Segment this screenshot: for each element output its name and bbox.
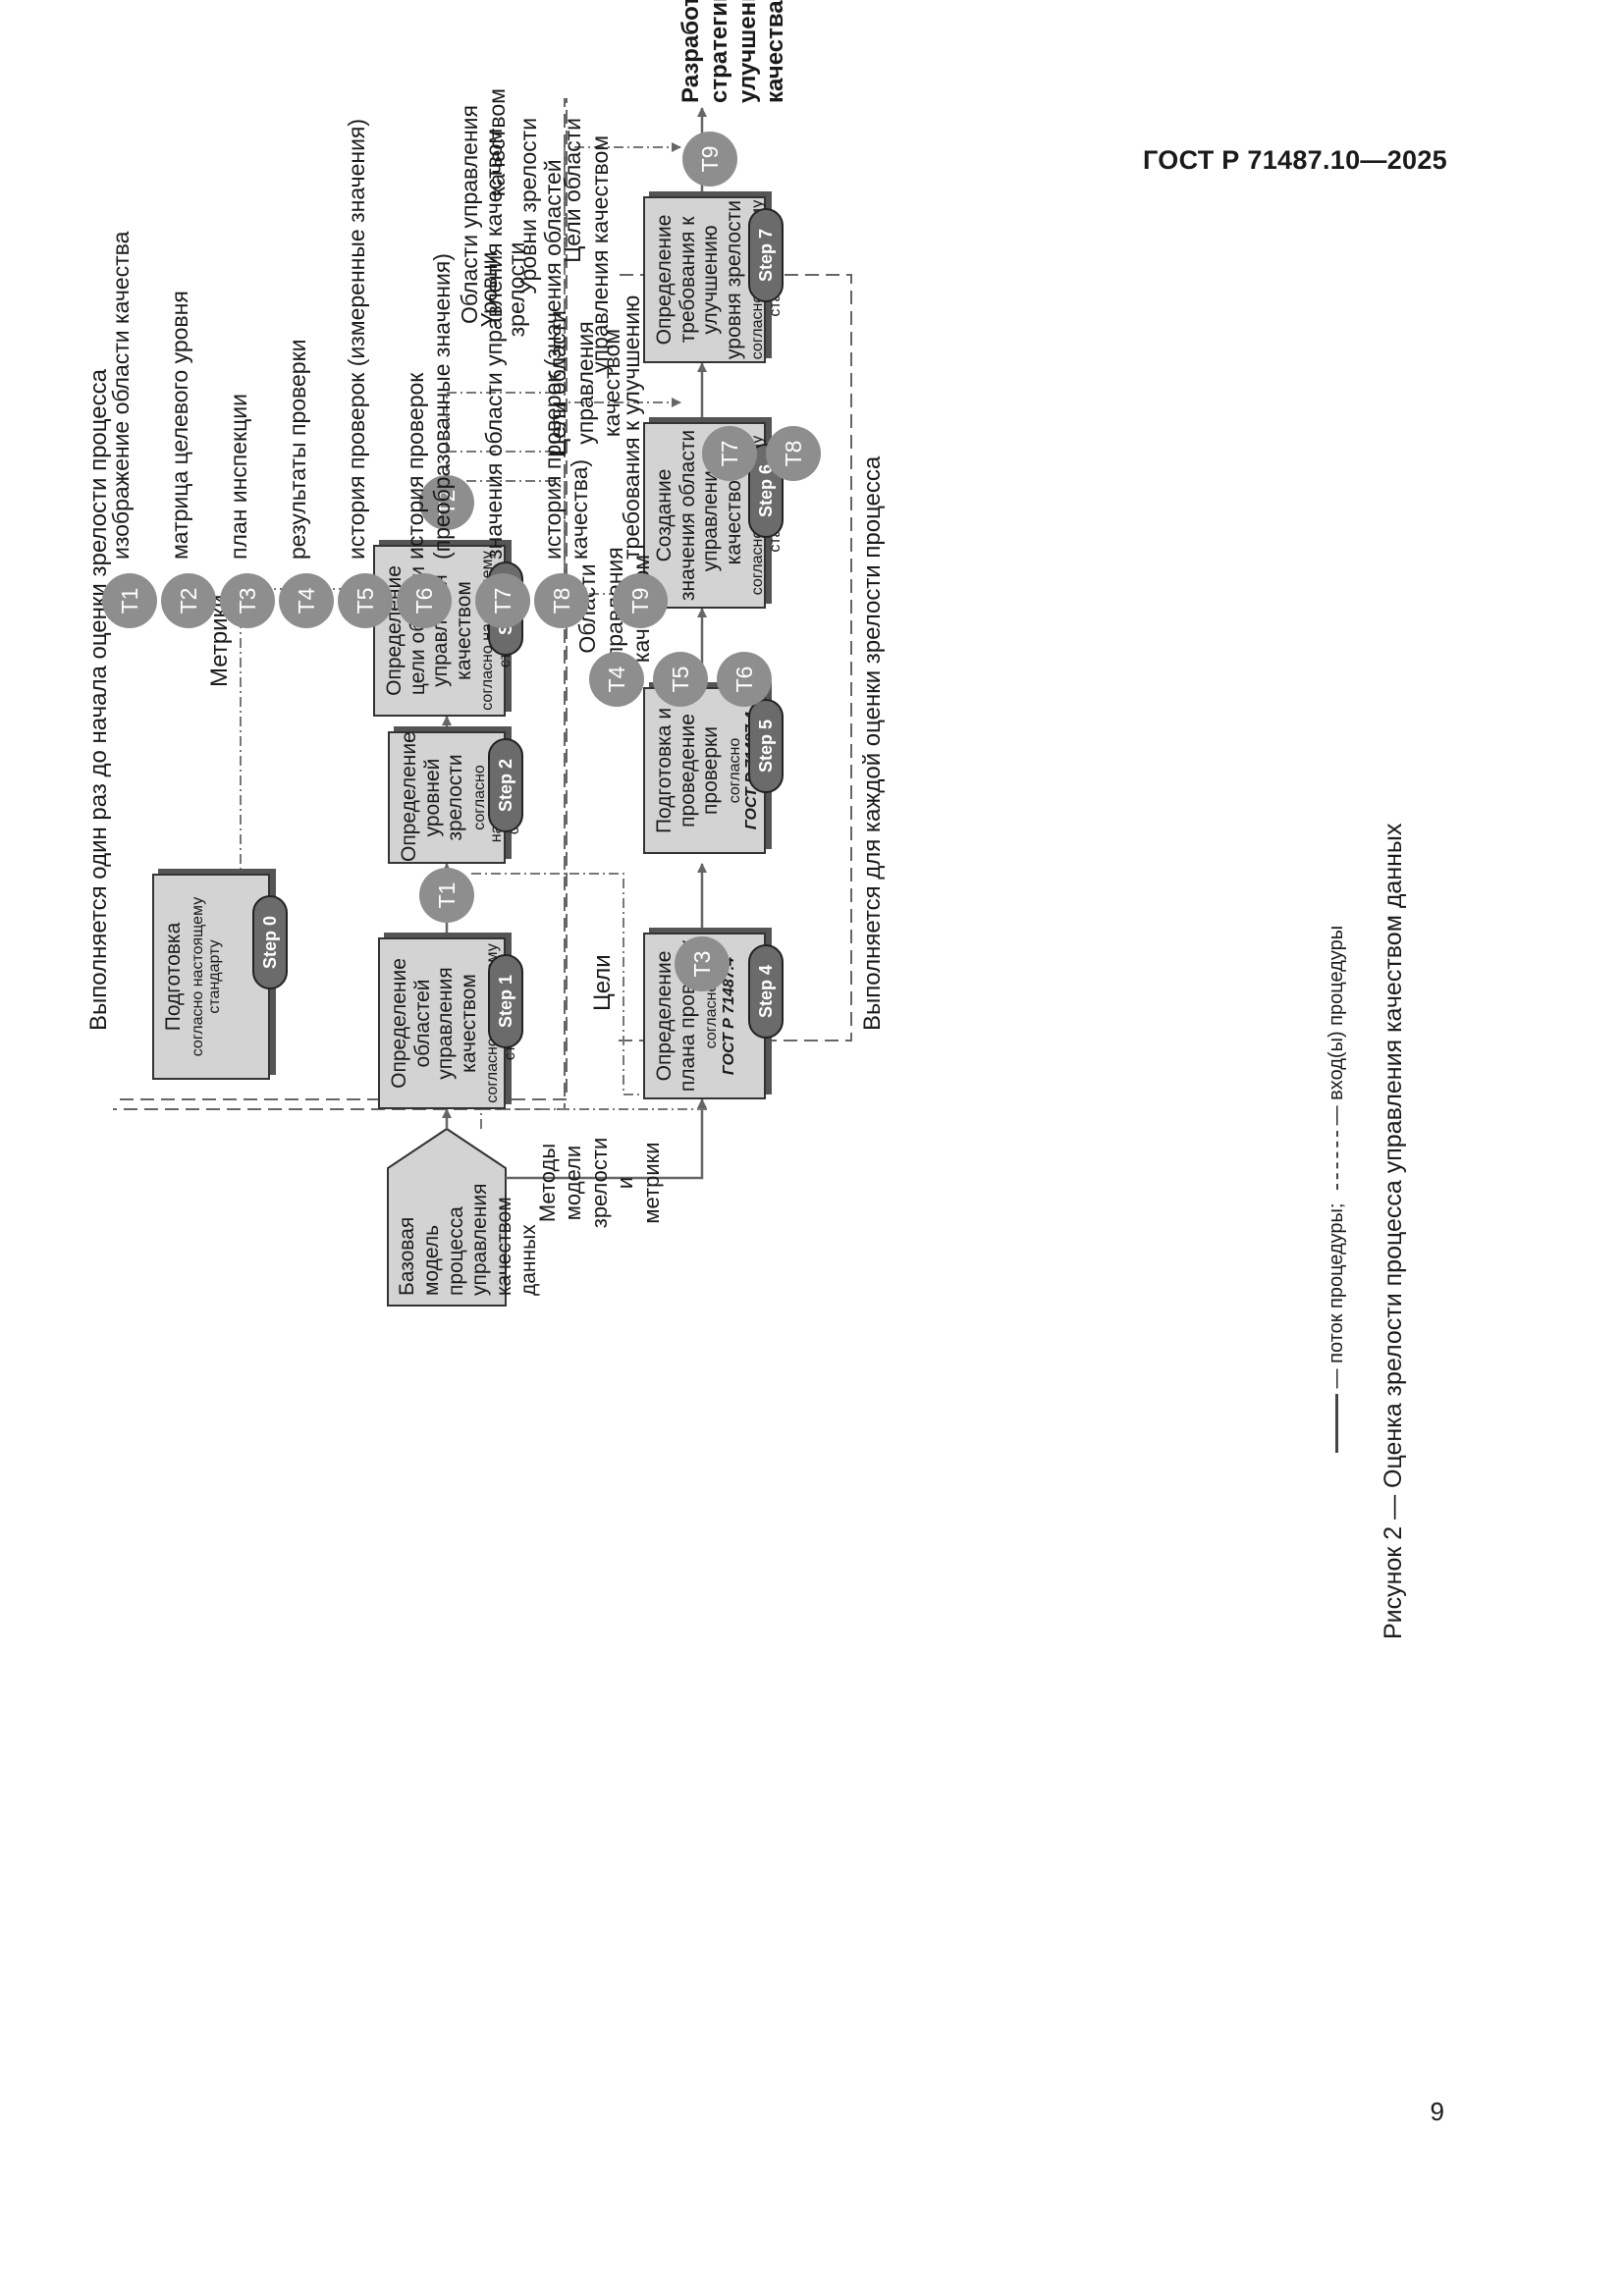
token-legend-stage: T1 изображение области качества T2 матри… xyxy=(102,98,1407,2160)
legend-token-t6: T6 xyxy=(397,573,452,628)
legend-row-t5: T5 история проверок (измеренные значения… xyxy=(338,39,393,628)
legend-token-t3: T3 xyxy=(220,573,275,628)
legend-text-t6: история проверок(преобразованные значени… xyxy=(403,253,456,560)
final-node-label: Разработка стратегии улучшения качества xyxy=(677,0,789,103)
legend-row-t9: T9 требования к улучшению xyxy=(613,79,668,628)
legend-row-t1: T1 изображение области качества xyxy=(102,79,157,628)
line-legend-input: — вход(ы) процедуры xyxy=(1326,925,1347,1126)
page-number: 9 xyxy=(1430,2097,1444,2126)
legend-token-t1: T1 xyxy=(102,573,157,628)
document-code: ГОСТ Р 71487.10—2025 xyxy=(1143,145,1447,175)
legend-text-t5: история проверок (измеренные значения) xyxy=(344,118,369,560)
legend-text-t9: требования к улучшению xyxy=(619,294,644,560)
legend-token-t5: T5 xyxy=(338,573,393,628)
figure-caption: Рисунок 2 — Оценка зрелости процесса упр… xyxy=(1380,823,1407,1639)
legend-row-t2: T2 матрица целевого уровня xyxy=(161,79,216,628)
legend-token-t7: T7 xyxy=(475,573,530,628)
legend-row-t3: T3 план инспекции xyxy=(220,79,275,628)
legend-text-t3: план инспекции xyxy=(226,394,251,560)
legend-text-t1: изображение области качества xyxy=(108,231,134,560)
legend-row-t7: T7 значения области управления качеством xyxy=(475,0,530,628)
legend-token-t2: T2 xyxy=(161,573,216,628)
line-style-legend: — поток процедуры; — вход(ы) процедуры xyxy=(1326,667,1349,1453)
dashdot-line-swatch xyxy=(1335,1130,1338,1190)
base-model-shape xyxy=(387,1127,507,1307)
legend-text-t2: матрица целевого уровня xyxy=(167,291,192,560)
legend-token-t4: T4 xyxy=(279,573,334,628)
legend-token-t9: T9 xyxy=(613,573,668,628)
line-legend-flow: — поток процедуры; xyxy=(1326,1202,1347,1389)
legend-text-t7: значения области управления качеством xyxy=(481,128,507,560)
legend-row-t4: T4 результаты проверки xyxy=(279,79,334,628)
legend-text-t4: результаты проверки xyxy=(285,339,310,560)
legend-row-t6: T6 история проверок(преобразованные знач… xyxy=(397,39,456,628)
solid-line-swatch xyxy=(1335,1394,1339,1453)
legend-token-t8: T8 xyxy=(534,573,589,628)
